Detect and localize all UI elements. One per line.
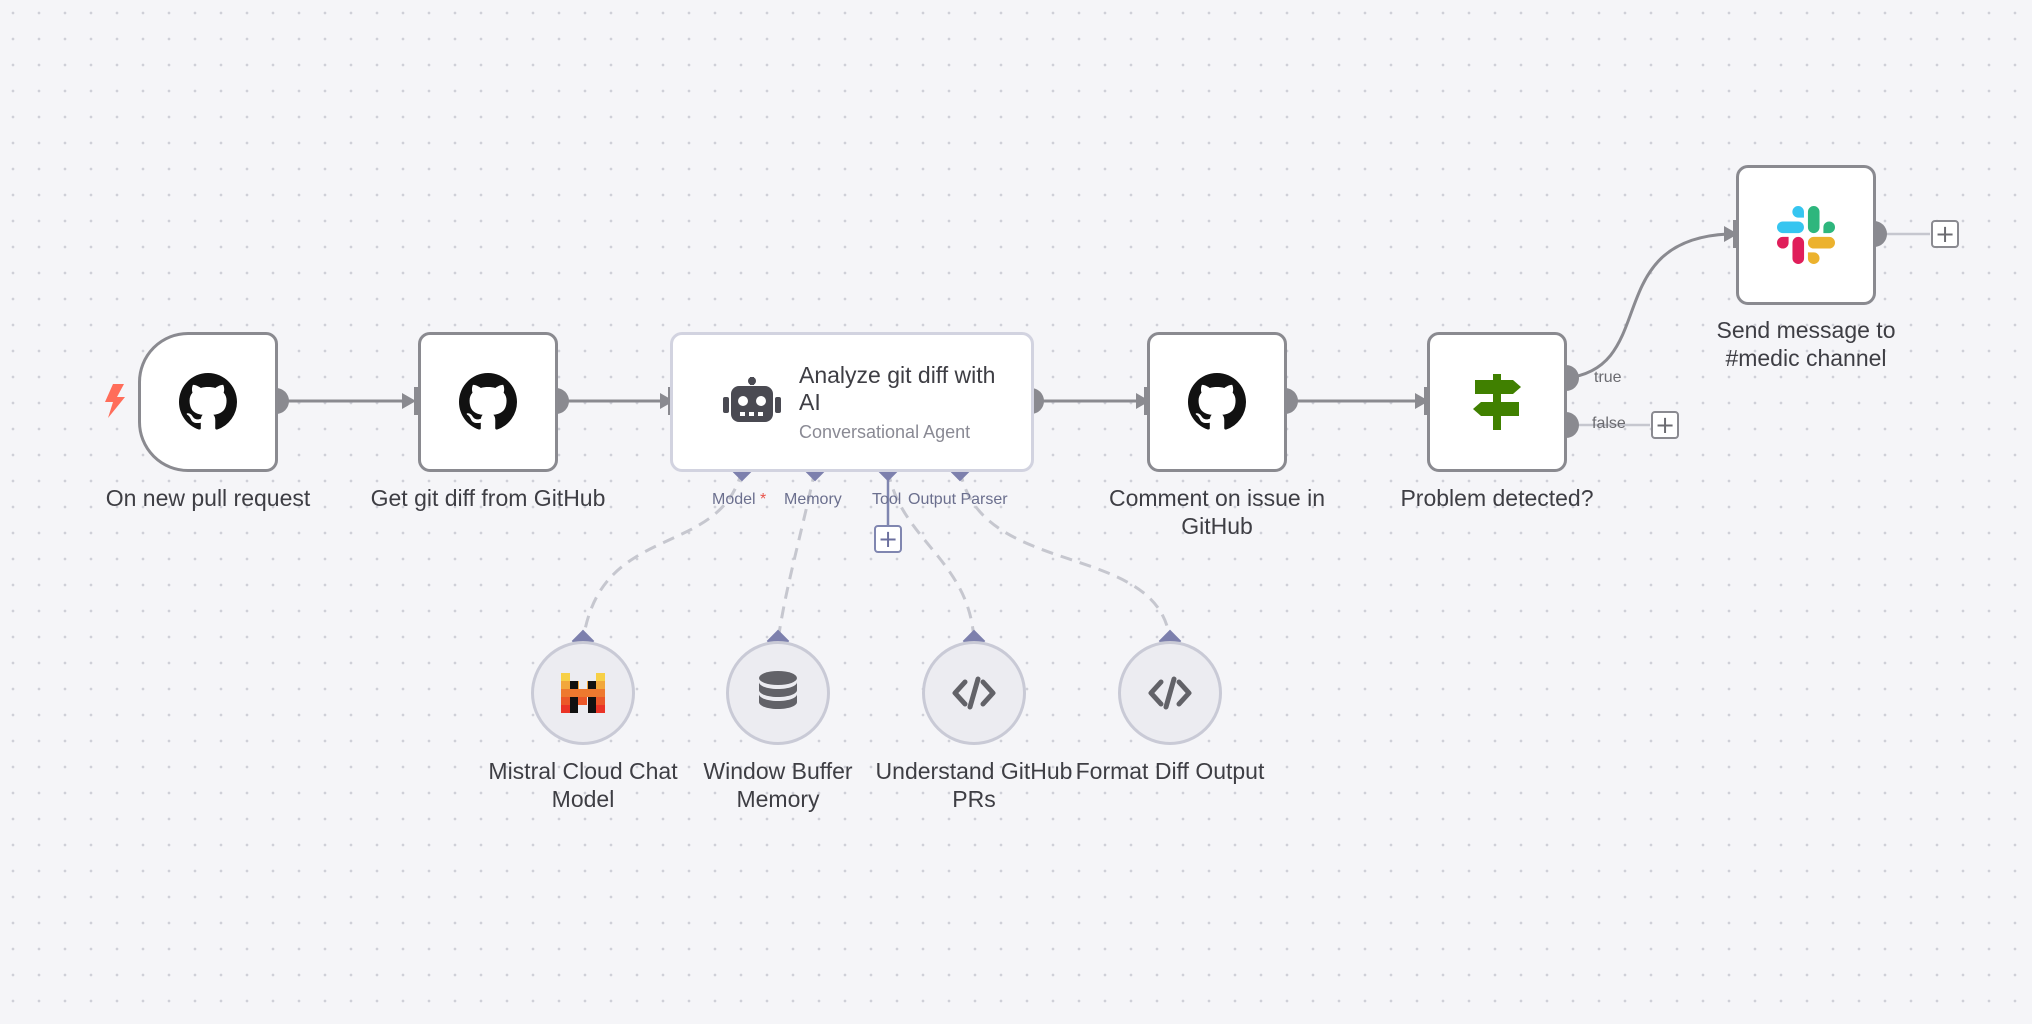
code-icon: [1148, 676, 1192, 710]
arrow-head: [1415, 393, 1429, 409]
node-label: Mistral Cloud Chat Model: [488, 758, 678, 812]
node-label: Format Diff Output: [1075, 758, 1265, 784]
github-icon: [179, 373, 237, 431]
node-window-buffer-memory[interactable]: [726, 641, 830, 745]
node-format-diff-output[interactable]: [1118, 641, 1222, 745]
node-comment-on-issue[interactable]: [1147, 332, 1287, 472]
edge-tool-dashed: [886, 469, 976, 642]
arrow-head: [1136, 393, 1150, 409]
edge-parser-dashed: [958, 469, 1172, 642]
mistral-icon: [561, 673, 605, 713]
add-node-false-branch-button[interactable]: +: [1651, 411, 1679, 439]
node-label: Comment on issue in GitHub: [1108, 485, 1326, 539]
node-analyze-git-diff-agent[interactable]: Analyze git diff with AI Conversational …: [670, 332, 1034, 472]
node-mistral-cloud-chat-model[interactable]: [531, 641, 635, 745]
edge-memory-dashed: [776, 469, 817, 642]
node-label: Send message to #medic channel: [1716, 317, 1896, 371]
signpost-icon: [1469, 372, 1525, 432]
node-label: Window Buffer Memory: [703, 758, 853, 812]
code-icon: [952, 676, 996, 710]
port-label-model: Model *: [712, 491, 767, 508]
arrow-head: [660, 393, 674, 409]
add-node-after-slack-button[interactable]: +: [1931, 220, 1959, 248]
node-understand-github-prs[interactable]: [922, 641, 1026, 745]
robot-icon: [723, 377, 781, 427]
port-label-output-parser: Output Parser: [908, 491, 1008, 508]
github-icon: [1188, 373, 1246, 431]
node-get-git-diff[interactable]: [418, 332, 558, 472]
database-icon: [758, 671, 798, 715]
arrow-head: [1724, 226, 1738, 242]
arrow-head: [402, 393, 416, 409]
node-trigger-on-new-pull-request[interactable]: [138, 332, 278, 472]
edge-model-dashed: [581, 469, 744, 642]
agent-subtitle: Conversational Agent: [799, 421, 971, 442]
branch-label-false: false: [1592, 415, 1626, 432]
slack-icon: [1777, 206, 1835, 264]
node-send-slack-message[interactable]: [1736, 165, 1876, 305]
node-label: Get git diff from GitHub: [370, 485, 606, 511]
port-label-tool: Tool: [872, 491, 902, 508]
branch-label-true: true: [1594, 369, 1622, 386]
github-icon: [459, 373, 517, 431]
agent-title: Analyze git diff with AI: [799, 361, 996, 415]
edge-if-true-to-slack: [1565, 232, 1729, 380]
node-label: Problem detected?: [1400, 485, 1594, 511]
add-tool-button[interactable]: +: [874, 525, 902, 553]
node-label: On new pull request: [105, 485, 311, 511]
port-label-memory: Memory: [784, 491, 842, 508]
trigger-bolt-icon: [105, 384, 125, 418]
node-problem-detected-if[interactable]: [1427, 332, 1567, 472]
node-label: Understand GitHub PRs: [875, 758, 1073, 812]
